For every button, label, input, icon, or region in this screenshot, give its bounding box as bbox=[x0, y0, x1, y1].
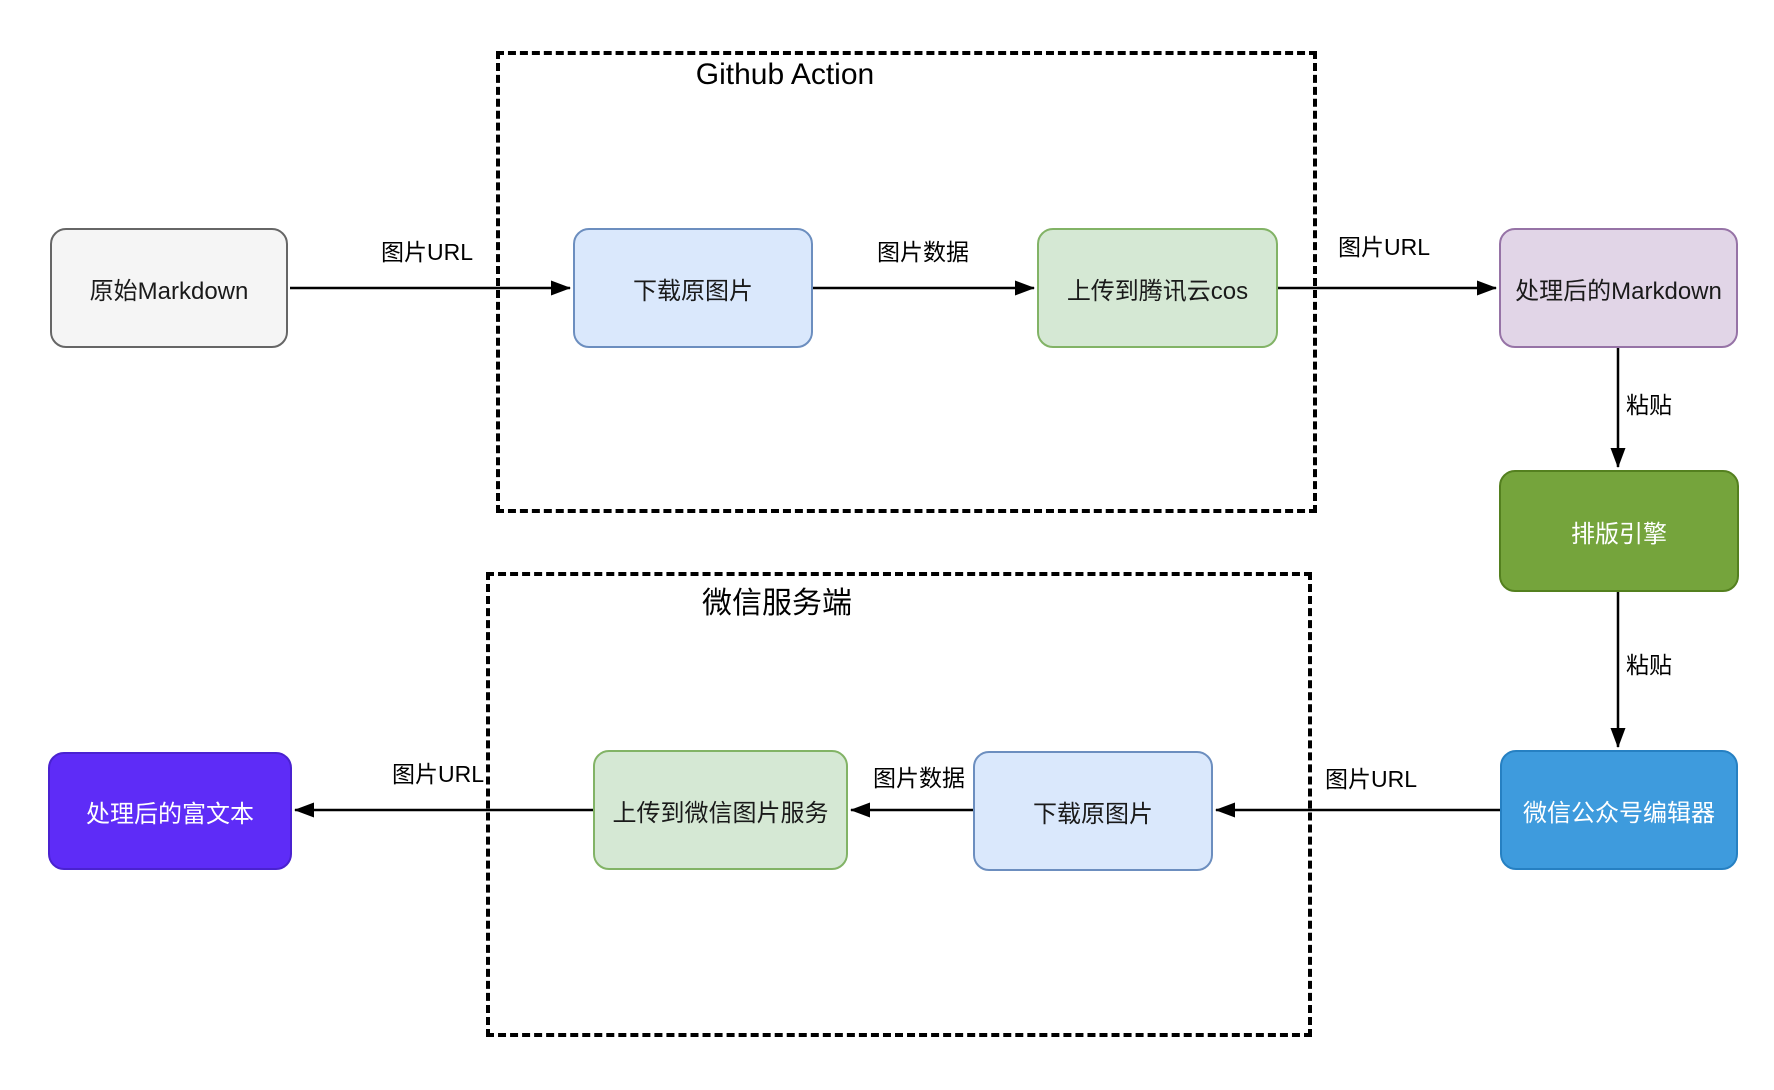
node-label-upload-tencent-cos: 上传到腾讯云cos bbox=[1066, 277, 1249, 305]
group-title-wechat-server: 微信服务端 bbox=[702, 587, 852, 620]
edge-label-image-data-2: 图片数据 bbox=[873, 765, 965, 791]
node-label-download-image-top: 下载原图片 bbox=[633, 277, 753, 305]
edge-label-image-url-3: 图片URL bbox=[1324, 766, 1418, 792]
node-original-markdown: 原始Markdown bbox=[50, 228, 288, 348]
edge-label-image-url-2: 图片URL bbox=[1337, 234, 1431, 260]
node-label-download-image-bottom: 下载原图片 bbox=[1033, 800, 1153, 828]
node-download-image-top: 下载原图片 bbox=[573, 228, 813, 348]
node-layout-engine: 排版引擎 bbox=[1499, 470, 1739, 592]
node-processed-richtext: 处理后的富文本 bbox=[48, 752, 292, 870]
node-wechat-editor: 微信公众号编辑器 bbox=[1500, 750, 1738, 870]
node-label-upload-wechat-image: 上传到微信图片服务 bbox=[612, 799, 829, 827]
node-upload-tencent-cos: 上传到腾讯云cos bbox=[1037, 228, 1278, 348]
node-download-image-bottom: 下载原图片 bbox=[973, 751, 1213, 871]
edge-label-image-url-1: 图片URL bbox=[380, 239, 474, 265]
node-upload-wechat-image: 上传到微信图片服务 bbox=[593, 750, 848, 870]
group-github-action bbox=[496, 51, 1317, 513]
group-title-github-action: Github Action bbox=[695, 58, 875, 91]
node-processed-markdown: 处理后的Markdown bbox=[1499, 228, 1738, 348]
edge-label-image-data-1: 图片数据 bbox=[877, 239, 969, 265]
node-label-layout-engine: 排版引擎 bbox=[1571, 520, 1667, 548]
edge-label-paste-1: 粘贴 bbox=[1626, 392, 1672, 418]
node-label-processed-markdown: 处理后的Markdown bbox=[1515, 277, 1722, 305]
node-label-original-markdown: 原始Markdown bbox=[89, 277, 249, 305]
node-label-processed-richtext: 处理后的富文本 bbox=[86, 800, 254, 828]
node-label-wechat-editor: 微信公众号编辑器 bbox=[1523, 799, 1715, 827]
group-wechat-server bbox=[486, 572, 1312, 1037]
edge-label-image-url-4: 图片URL bbox=[391, 761, 485, 787]
edge-label-paste-2: 粘贴 bbox=[1626, 652, 1672, 678]
